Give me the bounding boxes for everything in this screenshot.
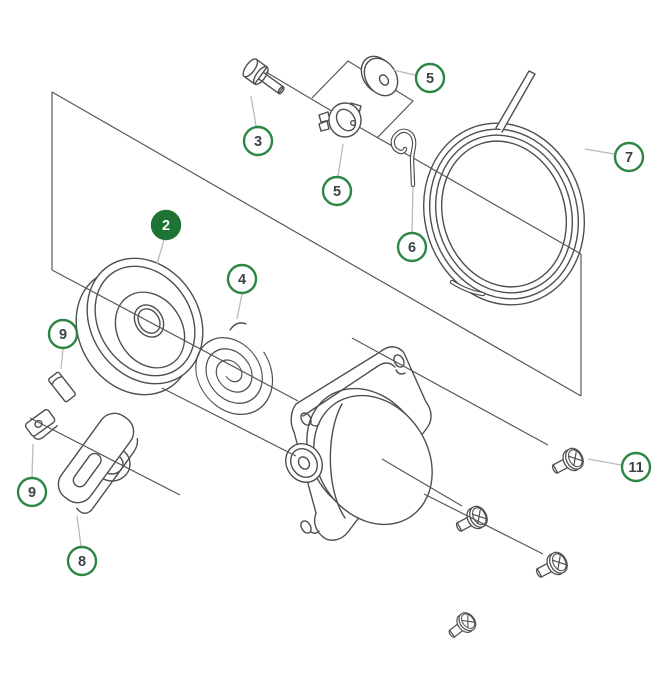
screw-c-axis-line — [423, 493, 544, 555]
screw-11-axis-line — [351, 337, 549, 446]
leader-3 — [250, 95, 257, 127]
starter-housing-drawing — [285, 346, 433, 541]
housing-hole-bottom — [300, 520, 312, 534]
callout-6[interactable]: 6 — [396, 231, 428, 263]
upper-axis-line — [265, 71, 582, 255]
leader-9b — [31, 443, 34, 478]
callout-11[interactable]: 11 — [620, 451, 652, 483]
plate-drawing — [24, 408, 58, 440]
rope-inner-end-core — [450, 280, 485, 296]
pin-drawing — [48, 371, 76, 403]
leader-5a — [392, 69, 416, 76]
leader-5b — [337, 143, 344, 177]
svg-text:9: 9 — [59, 327, 67, 343]
callout-9-plate[interactable]: 9 — [16, 476, 48, 508]
washer-drawing — [360, 55, 399, 97]
callout-5-ratchet[interactable]: 5 — [321, 175, 353, 207]
svg-text:7: 7 — [625, 150, 633, 166]
housing-dome — [313, 394, 433, 526]
rope-tail-mask — [496, 70, 536, 131]
housing-hole-left — [300, 412, 312, 426]
screw-11-drawing — [547, 444, 588, 481]
callout-2[interactable]: 2 — [150, 209, 182, 241]
callout-8[interactable]: 8 — [66, 545, 98, 577]
spring-clip-drawing — [390, 128, 417, 188]
bolt-head-rim — [252, 65, 269, 86]
leader-2 — [156, 239, 165, 265]
callout-3[interactable]: 3 — [242, 125, 274, 157]
spring-outer-hook — [229, 322, 247, 331]
pulley-rim-inner — [94, 265, 196, 377]
svg-text:5: 5 — [426, 71, 434, 87]
leader-9a — [60, 348, 64, 370]
handle-axis-line — [29, 417, 181, 496]
svg-text:2: 2 — [162, 218, 170, 234]
screw-mid-drawing — [451, 502, 492, 539]
leader-11 — [587, 458, 622, 466]
ratchet-lug-bottom — [318, 120, 330, 132]
housing-hole-top — [393, 354, 405, 368]
bolt-drawing — [242, 58, 285, 95]
callout-9-pin[interactable]: 9 — [47, 318, 79, 350]
starter-rope-drawing — [422, 70, 586, 306]
rope-tail — [495, 70, 536, 133]
pulley-hub-hole — [137, 308, 161, 334]
callout-5-washer[interactable]: 5 — [414, 62, 446, 94]
leader-4 — [236, 293, 243, 320]
leader-7 — [584, 148, 615, 155]
hub-axis-line — [161, 387, 297, 457]
ratchet-drawing — [318, 102, 362, 138]
ratchet-pin — [350, 119, 357, 126]
leader-6 — [411, 187, 414, 233]
washer-face — [363, 57, 399, 97]
recoil-spring-drawing — [195, 322, 274, 416]
callout-4[interactable]: 4 — [226, 263, 258, 295]
svg-text:3: 3 — [254, 134, 262, 150]
housing-hub-hole — [297, 456, 311, 470]
washer-hole — [378, 74, 390, 86]
housing-inner-edge — [302, 362, 396, 417]
pulley-axis-line — [51, 269, 299, 402]
handle-body — [57, 412, 135, 504]
starter-pulley-drawing — [75, 257, 204, 396]
handle-slot — [72, 452, 102, 488]
housing-dome-base — [329, 403, 346, 519]
svg-text:4: 4 — [238, 272, 246, 288]
plane-main-diagonal — [51, 91, 582, 397]
callout-7[interactable]: 7 — [613, 141, 645, 173]
screw-lower-drawing — [531, 548, 572, 585]
bolt-tip — [277, 86, 285, 95]
leader-8 — [76, 515, 82, 547]
ratchet-hole — [335, 108, 357, 132]
handle-thickness — [76, 437, 139, 514]
svg-text:9: 9 — [28, 485, 36, 501]
screw-b-axis-line — [381, 458, 463, 507]
starter-handle-drawing — [57, 412, 139, 514]
screw-bottom-drawing — [443, 608, 480, 644]
svg-text:8: 8 — [78, 554, 86, 570]
ratchet-body — [328, 102, 362, 138]
svg-text:5: 5 — [333, 184, 341, 200]
svg-text:11: 11 — [628, 460, 643, 476]
svg-text:6: 6 — [408, 240, 416, 256]
pulley-face-ring — [114, 291, 186, 369]
